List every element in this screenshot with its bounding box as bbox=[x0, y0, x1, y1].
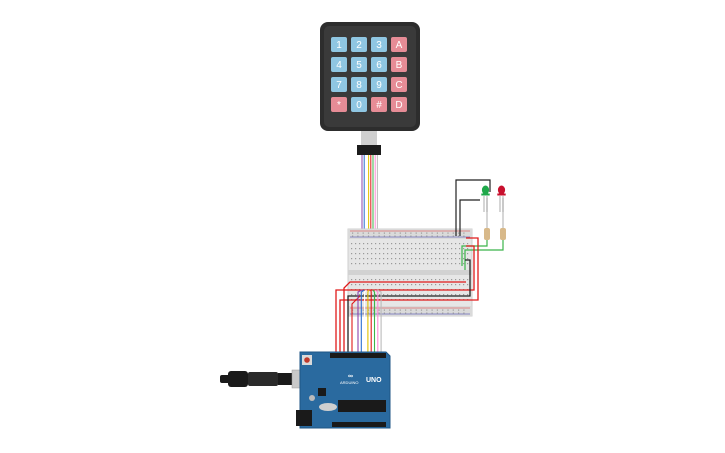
signal-wire bbox=[364, 289, 367, 356]
arduino-model-label: UNO bbox=[366, 377, 382, 384]
key-B[interactable]: B bbox=[391, 57, 407, 72]
key-label: 7 bbox=[336, 80, 342, 91]
key-label: 0 bbox=[356, 100, 362, 111]
resistor-1 bbox=[484, 228, 490, 240]
resistor-2 bbox=[500, 228, 506, 240]
key-label: 1 bbox=[336, 40, 342, 51]
signal-wire bbox=[377, 289, 382, 356]
key-1[interactable]: 1 bbox=[331, 37, 347, 52]
key-2[interactable]: 2 bbox=[351, 37, 367, 52]
key-7[interactable]: 7 bbox=[331, 77, 347, 92]
key-label: 5 bbox=[356, 60, 362, 71]
arduino-logo: ∞ bbox=[348, 373, 353, 380]
key-label: 9 bbox=[376, 80, 382, 91]
membrane-keypad[interactable]: 1 2 3 A 4 5 6 B 7 8 9 C * 0 # D bbox=[320, 22, 420, 131]
key-label: 3 bbox=[376, 40, 382, 51]
key-5[interactable]: 5 bbox=[351, 57, 367, 72]
key-label: 6 bbox=[376, 60, 382, 71]
led-green bbox=[481, 185, 490, 196]
key-*[interactable]: * bbox=[331, 97, 347, 112]
power-wires bbox=[335, 237, 479, 356]
breadboard[interactable] bbox=[347, 228, 473, 317]
key-#[interactable]: # bbox=[371, 97, 387, 112]
key-label: 2 bbox=[356, 40, 362, 51]
signal-wire bbox=[372, 289, 376, 356]
key-C[interactable]: C bbox=[391, 77, 407, 92]
signal-wires bbox=[357, 289, 382, 356]
key-9[interactable]: 9 bbox=[371, 77, 387, 92]
key-6[interactable]: 6 bbox=[371, 57, 387, 72]
key-label: B bbox=[396, 60, 403, 71]
signal-wire bbox=[357, 289, 363, 356]
key-label: A bbox=[396, 40, 403, 51]
key-label: D bbox=[395, 100, 402, 111]
arduino-uno-board[interactable]: ∞ ARDUINO UNO bbox=[296, 351, 391, 429]
arduino-brand: ARDUINO bbox=[340, 380, 358, 385]
leds bbox=[481, 185, 506, 196]
key-A[interactable]: A bbox=[391, 37, 407, 52]
key-D[interactable]: D bbox=[391, 97, 407, 112]
led-circuit bbox=[455, 179, 506, 270]
usb-cable bbox=[220, 369, 311, 389]
key-label: 8 bbox=[356, 80, 362, 91]
key-4[interactable]: 4 bbox=[331, 57, 347, 72]
key-8[interactable]: 8 bbox=[351, 77, 367, 92]
key-label: * bbox=[337, 100, 341, 111]
key-0[interactable]: 0 bbox=[351, 97, 367, 112]
key-label: C bbox=[395, 80, 402, 91]
keypad-keys: 1 2 3 A 4 5 6 B 7 8 9 C * 0 # D bbox=[331, 37, 407, 112]
key-3[interactable]: 3 bbox=[371, 37, 387, 52]
led-red bbox=[497, 185, 506, 196]
signal-wire bbox=[360, 289, 365, 356]
key-label: # bbox=[376, 100, 382, 111]
signal-wire bbox=[374, 289, 379, 356]
signal-wire bbox=[367, 289, 370, 356]
keypad-connector bbox=[357, 131, 381, 155]
key-label: 4 bbox=[336, 60, 342, 71]
